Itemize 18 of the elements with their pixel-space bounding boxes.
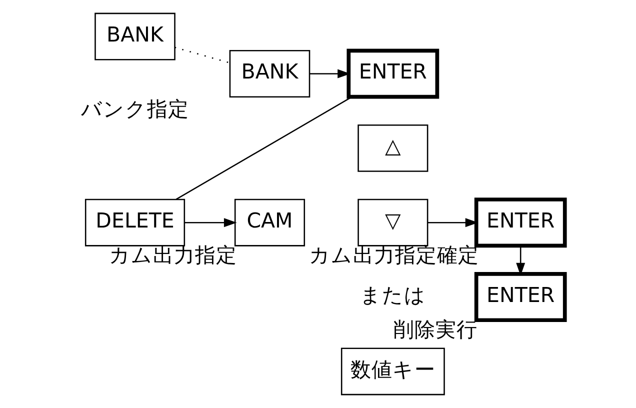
arrow — [184, 218, 236, 228]
label: または — [359, 282, 426, 307]
node-box: BANK — [228, 50, 310, 98]
node-box: ENTER — [474, 198, 566, 248]
connector — [174, 46, 230, 64]
arrow — [427, 218, 478, 228]
node-box: DELETE — [84, 198, 185, 246]
node-box: ▽ — [357, 198, 428, 246]
node-box: ENTER — [346, 48, 439, 99]
node-box: ENTER — [474, 272, 566, 322]
arrow — [516, 246, 525, 276]
node-box: CAM — [234, 198, 305, 246]
node-box: △ — [357, 124, 428, 172]
label: バンク指定 — [80, 96, 189, 121]
node-box: BANK — [94, 12, 175, 60]
arrow — [309, 69, 350, 78]
connector — [175, 96, 352, 200]
node-box: 数値キー — [340, 348, 444, 396]
